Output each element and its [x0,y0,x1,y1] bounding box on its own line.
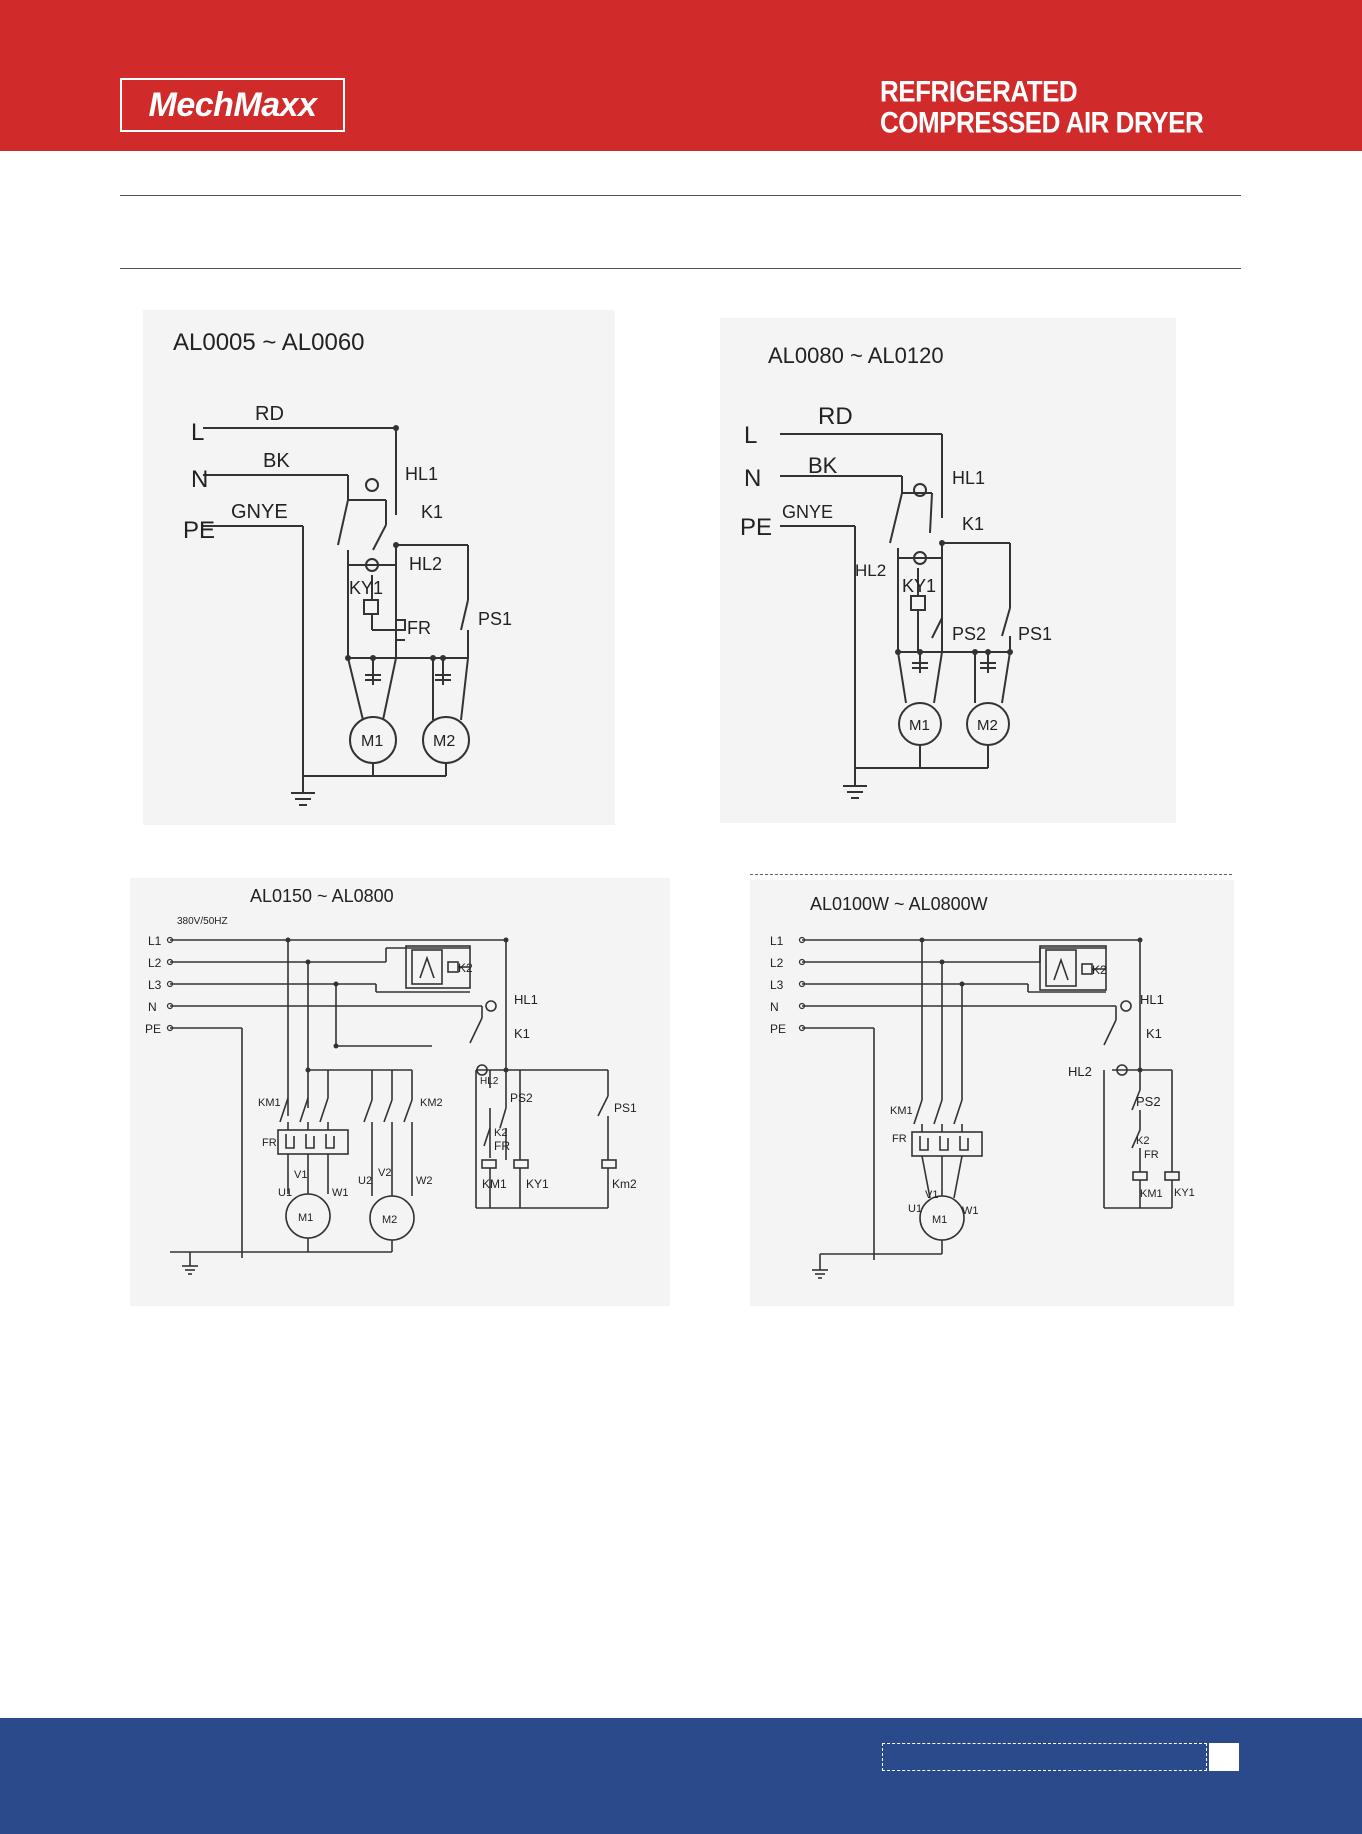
top-divider [120,195,1241,196]
d2-label-L: L [744,422,757,449]
d3-label-KM1: KM1 [258,1097,281,1109]
d2-label-PS2: PS2 [952,624,986,644]
d4-label-KM1: KM1 [890,1105,913,1117]
diagram-2-title: AL0080 ~ AL0120 [768,343,944,368]
d4-label-PS2: PS2 [1136,1094,1161,1109]
wiring-diagram-al0100w-al0800w: AL0100W ~ AL0800W L1 L2 L3 N PE K2 HL1 K… [750,880,1234,1306]
diagram-1-svg: AL0005 ~ AL0060 L N PE RD BK GNYE HL1 K1… [173,329,512,806]
diagram-3-svg: AL0150 ~ AL0800 380V/50HZ L1 L2 L3 N PE … [145,886,637,1275]
diagram-4-svg: AL0100W ~ AL0800W L1 L2 L3 N PE K2 HL1 K… [770,894,1195,1279]
document-title: REFRIGERATED COMPRESSED AIR DRYER [880,73,1240,140]
d1-label-PE: PE [183,517,215,544]
d3-label-L1: L1 [148,934,162,948]
d2-label-HL2: HL2 [855,561,886,580]
diagram-2-svg: AL0080 ~ AL0120 L N PE RD BK GNYE HL1 K1… [740,343,1052,799]
d1-label-M2: M2 [433,733,455,750]
d2-label-K1: K1 [962,514,984,534]
d4-label-K1: K1 [1146,1026,1162,1041]
d2-label-PE: PE [740,514,772,541]
diagram-1-title: AL0005 ~ AL0060 [173,329,365,356]
d4-label-KY1: KY1 [1174,1187,1195,1199]
d3-label-K2-contact: K2 [494,1127,507,1139]
d3-label-K1: K1 [514,1026,530,1041]
document-title-line1: REFRIGERATED [880,73,1078,109]
document-title-line2: COMPRESSED AIR DRYER [880,104,1204,140]
d3-label-W2: W2 [416,1175,433,1187]
d1-label-KY1: KY1 [349,578,383,598]
d4-label-HL1: HL1 [1140,992,1164,1007]
d3-label-K2: K2 [458,961,473,975]
d1-label-HL2: HL2 [409,554,442,574]
d2-label-N: N [744,465,761,492]
d2-label-M1: M1 [909,717,930,734]
d3-label-KM1-coil: KM1 [482,1177,507,1191]
d4-label-FR: FR [892,1133,907,1145]
d3-label-V2: V2 [378,1167,391,1179]
wiring-diagram-al0080-al0120: AL0080 ~ AL0120 L N PE RD BK GNYE HL1 K1… [720,318,1176,823]
d4-label-L1: L1 [770,934,784,948]
diagram-3-title: AL0150 ~ AL0800 [250,886,394,906]
d2-label-HL1: HL1 [952,468,985,488]
d3-label-U1: U1 [278,1187,292,1199]
d3-label-KY1: KY1 [526,1177,549,1191]
footer-section-box [882,1743,1207,1771]
d3-label-W1: W1 [332,1187,349,1199]
d1-label-RD: RD [255,403,284,425]
d4-label-N: N [770,1000,779,1014]
d3-label-supply: 380V/50HZ [177,916,228,927]
d4-label-L3: L3 [770,978,784,992]
d3-label-PS1: PS1 [614,1101,637,1115]
d3-label-U2: U2 [358,1175,372,1187]
d4-label-M1: M1 [932,1214,947,1226]
d3-label-PS2: PS2 [510,1091,533,1105]
d2-label-M2: M2 [977,717,998,734]
d1-label-M1: M1 [361,733,383,750]
d3-label-Km2: Km2 [612,1177,637,1191]
d3-label-L2: L2 [148,956,162,970]
bottom-divider [120,268,1241,269]
d4-label-FR-contact: FR [1144,1149,1159,1161]
d4-label-PE: PE [770,1022,786,1036]
d3-label-HL1: HL1 [514,992,538,1007]
d1-label-GNYE: GNYE [231,501,288,523]
wiring-diagram-al0005-al0060: AL0005 ~ AL0060 L N PE RD BK GNYE HL1 K1… [143,310,615,825]
d3-label-L3: L3 [148,978,162,992]
d4-label-HL2: HL2 [1068,1064,1092,1079]
d3-label-M2: M2 [382,1214,397,1226]
d1-label-K1: K1 [421,502,443,522]
d1-label-L: L [191,419,204,446]
d1-label-HL1: HL1 [405,464,438,484]
d3-label-M1: M1 [298,1212,313,1224]
diagram-4-title: AL0100W ~ AL0800W [810,894,988,914]
d4-label-U1: U1 [908,1203,922,1215]
d3-label-HL2: HL2 [480,1076,499,1087]
d2-label-GNYE: GNYE [782,502,833,522]
d3-label-FR: FR [262,1137,277,1149]
d4-label-L2: L2 [770,956,784,970]
d4-label-K2: K2 [1092,963,1107,977]
d3-label-PE: PE [145,1022,161,1036]
d1-label-PS1: PS1 [478,609,512,629]
d4-label-V1: V1 [925,1189,938,1201]
d2-label-BK: BK [808,453,838,478]
d2-label-PS1: PS1 [1018,624,1052,644]
d1-label-N: N [191,466,208,493]
d3-label-FR-contact: FR [494,1139,510,1153]
footer-bar [0,1718,1362,1834]
diagram-4-dashed-separator [750,874,1232,875]
d2-label-RD: RD [818,403,853,430]
page-number [1209,1743,1239,1771]
d1-label-BK: BK [263,450,290,472]
header-bar: MechMaxx REFRIGERATED COMPRESSED AIR DRY… [0,0,1362,151]
d3-label-V1: V1 [294,1169,307,1181]
d4-label-K2-contact: K2 [1136,1135,1149,1147]
brand-logo: MechMaxx [120,78,345,132]
d2-label-KY1: KY1 [902,576,936,596]
d3-label-KM2: KM2 [420,1097,443,1109]
d3-label-N: N [148,1000,157,1014]
d4-label-KM1-coil: KM1 [1140,1188,1163,1200]
d4-label-W1: W1 [962,1205,979,1217]
wiring-diagram-al0150-al0800: AL0150 ~ AL0800 380V/50HZ L1 L2 L3 N PE … [130,878,670,1306]
d1-label-FR: FR [407,618,431,638]
